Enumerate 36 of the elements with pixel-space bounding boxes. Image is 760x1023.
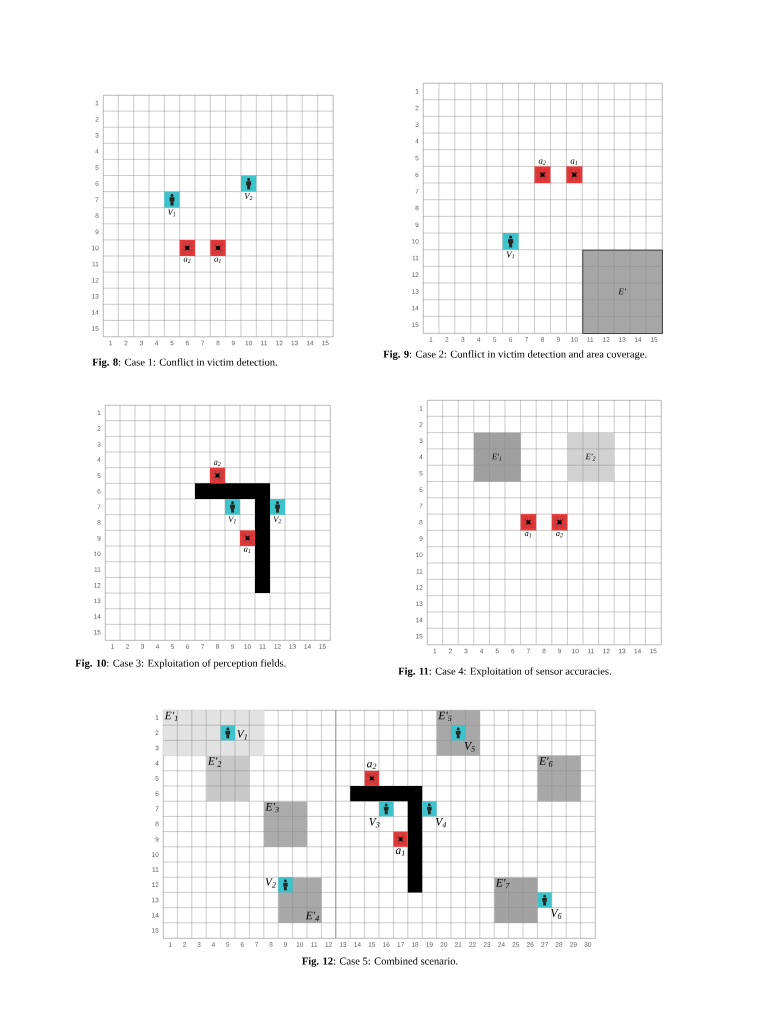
area-label: E'$_{7}$ [495, 878, 510, 889]
marker-label: a$_{2}$ [183, 257, 191, 263]
marker-label: V$_{4}$ [435, 818, 447, 828]
area-label: E'$_{2}$ [585, 453, 596, 461]
marker-label: a$_{1}$ [524, 532, 532, 538]
marker-label: V$_{2}$ [244, 193, 253, 201]
area-label: E'$_{3}$ [265, 802, 279, 813]
caption: Fig. 10: Case 3: Exploitation of perception fields. [75, 659, 286, 669]
marker-label: a$_{2}$ [213, 460, 221, 466]
marker-label: V$_{3}$ [369, 818, 380, 828]
marker-label: V$_{2}$ [273, 516, 282, 524]
area-label: E'$_{1}$ [491, 453, 502, 461]
area-label: E' [618, 288, 626, 295]
marker-label: a$_{1}$ [570, 159, 578, 165]
marker-label: a$_{2}$ [556, 532, 563, 538]
marker-label: a$_{1}$ [214, 257, 221, 263]
marker-label: a$_{1}$ [243, 547, 251, 553]
caption: Fig. 9: Case 2: Conflict in victim detection and area coverage. [383, 350, 647, 360]
area-label: E'$_{1}$ [164, 711, 178, 722]
marker-label: a$_{1}$ [395, 848, 405, 856]
area-label: E'$_{5}$ [438, 711, 452, 722]
caption: Fig. 8: Case 1: Conflict in victim detection. [92, 358, 277, 368]
marker-label: V$_{1}$ [168, 209, 176, 217]
area-label: E'$_{6}$ [538, 757, 553, 767]
caption: Fig. 12: Case 5: Combined scenario. [302, 957, 458, 967]
marker-label: V$_{6}$ [551, 909, 562, 919]
area-label: E'$_{4}$ [305, 911, 319, 922]
marker-label: V$_{5}$ [464, 742, 475, 752]
marker-label: a$_{2}$ [367, 761, 377, 770]
marker-label: V$_{1}$ [506, 251, 514, 259]
marker-label: V$_{1}$ [237, 730, 247, 740]
marker-label: a$_{2}$ [538, 159, 546, 165]
marker-label: V$_{1}$ [228, 516, 236, 524]
area-label: E'$_{2}$ [207, 757, 222, 767]
marker-label: V$_{2}$ [265, 878, 276, 888]
caption: Fig. 11: Case 4: Exploitation of sensor accuracies. [398, 667, 611, 677]
